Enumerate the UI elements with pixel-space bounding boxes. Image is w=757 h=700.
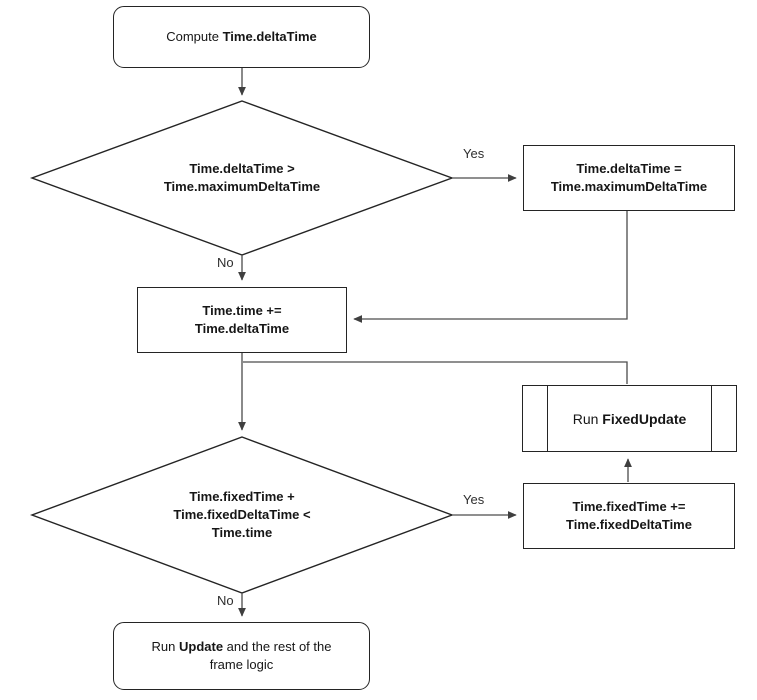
predefined-process-left-bar (547, 385, 548, 452)
decision-fixed-time-line1: Time.fixedTime + (189, 489, 295, 504)
decision-fixed-time-line2: Time.fixedDeltaTime < (173, 507, 311, 522)
node-run-fixed-update-label: Run FixedUpdate (573, 410, 687, 428)
node-advance-fixed-time: Time.fixedTime += Time.fixedDeltaTime (523, 483, 735, 549)
decision-max-delta-line2: Time.maximumDeltaTime (163, 179, 321, 194)
node-clamp-delta-line2: Time.maximumDeltaTime (550, 179, 708, 194)
run-fixed-update-text: Run (572, 410, 603, 427)
decision-fixed-time-line3: Time.time (211, 525, 273, 540)
decision-max-delta-line1: Time.deltaTime > (189, 161, 295, 176)
edge-label-yes-top: Yes (462, 146, 486, 161)
node-accumulate-time-line2: Time.deltaTime (194, 321, 290, 336)
node-decision-max-delta: Time.deltaTime > Time.maximumDeltaTime (92, 140, 392, 216)
node-run-update: Run Update and the rest of the frame log… (113, 622, 370, 690)
node-clamp-delta: Time.deltaTime = Time.maximumDeltaTime (523, 145, 735, 211)
node-compute-deltatime-label: Compute Time.deltaTime (166, 28, 317, 46)
node-decision-fixed-time: Time.fixedTime + Time.fixedDeltaTime < T… (92, 477, 392, 553)
predefined-process-right-bar (711, 385, 712, 452)
edge-clamp-to-accumulate (353, 211, 628, 323)
edge-label-no-bottom: No (216, 593, 235, 608)
edge-label-no-top: No (216, 255, 235, 270)
run-update-text-suffix: and the rest of the (223, 639, 332, 654)
node-accumulate-time-line1: Time.time += (202, 303, 282, 318)
run-update-text-prefix: Run (151, 639, 179, 654)
node-compute-text: Compute (166, 29, 223, 44)
node-run-update-line1: Run Update and the rest of the (152, 638, 332, 656)
node-accumulate-time: Time.time += Time.deltaTime (137, 287, 347, 353)
run-update-code: Update (179, 639, 224, 654)
edge-label-yes-bottom: Yes (462, 492, 486, 507)
run-fixed-update-code: FixedUpdate (602, 410, 687, 427)
node-clamp-delta-line1: Time.deltaTime = (576, 161, 682, 176)
node-run-fixed-update: Run FixedUpdate (522, 385, 737, 452)
node-advance-fixed-time-line2: Time.fixedDeltaTime (566, 517, 692, 532)
node-advance-fixed-time-line1: Time.fixedTime += (572, 499, 686, 514)
node-compute-deltatime: Compute Time.deltaTime (113, 6, 370, 68)
node-compute-code: Time.deltaTime (222, 29, 317, 44)
node-run-update-line2: frame logic (209, 657, 274, 672)
edge-fixedupdate-loop-back (243, 361, 628, 384)
